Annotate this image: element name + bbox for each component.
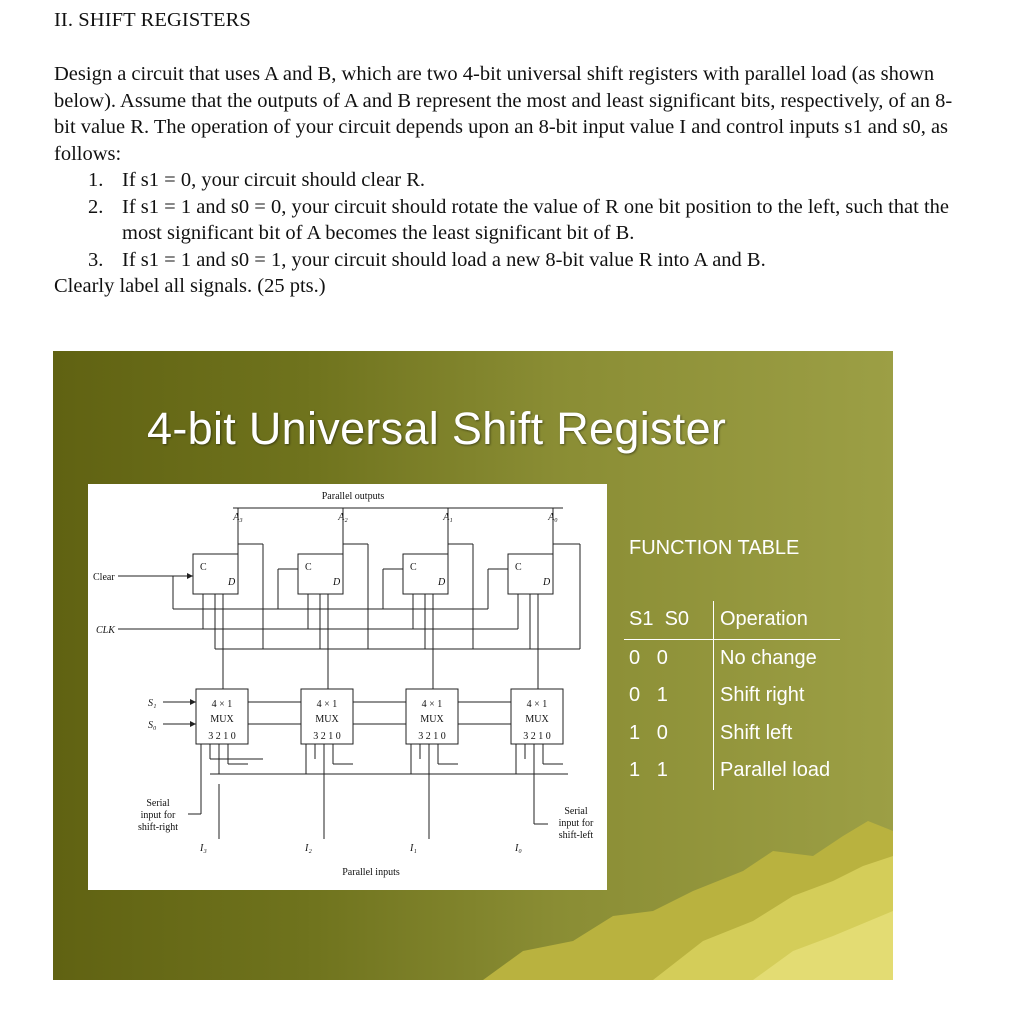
function-table: S1 S0 Operation 0 0 No change 0 1 Shift … [624, 601, 840, 790]
select-cell: 0 1 [624, 677, 714, 715]
mux-name-label: MUX [315, 714, 339, 725]
mountain-decoration [483, 821, 893, 980]
operation-cell: Parallel load [720, 759, 831, 782]
select-cell: 0 0 [624, 639, 714, 677]
serial-right-label-2: input for [141, 810, 176, 821]
serial-left-label-3: shift-left [559, 830, 594, 841]
s0-label: S₀ [148, 720, 157, 731]
parallel-outputs-label: Parallel outputs [322, 491, 385, 502]
input-label-i1: I₁ [409, 843, 417, 854]
output-label-a2: A₂ [337, 512, 348, 523]
mux-size-label: 4 × 1 [527, 699, 548, 710]
operation-cell: Shift left [720, 721, 793, 744]
list-item: 2. If s1 = 1 and s0 = 0, your circuit sh… [54, 194, 954, 247]
mux-input-numbers: 3 2 1 0 [523, 731, 551, 742]
mux-input-numbers: 3 2 1 0 [208, 731, 236, 742]
list-item: 3. If s1 = 1 and s0 = 1, your circuit sh… [54, 247, 954, 274]
serial-right-label-1: Serial [146, 798, 170, 809]
select-cell: 1 1 [624, 752, 714, 790]
closing-paragraph: Clearly label all signals. (25 pts.) [54, 275, 326, 297]
schematic-drawing: Parallel outputs A₃ A₂ A₁ A₀ C D C D C D… [93, 491, 594, 878]
ff-data-label: D [542, 577, 551, 588]
ff-data-label: D [437, 577, 446, 588]
problem-text: Design a circuit that uses A and B, whic… [54, 61, 954, 300]
table-row: 1 1 Parallel load [624, 752, 840, 790]
s1-label: S₁ [148, 698, 156, 709]
ff-data-label: D [332, 577, 341, 588]
select-cell: 1 0 [624, 714, 714, 752]
ff-data-label: D [227, 577, 236, 588]
input-label-i0: I₀ [514, 843, 522, 854]
mux-input-numbers: 3 2 1 0 [418, 731, 446, 742]
ff-clock-label: C [410, 562, 417, 573]
mux-size-label: 4 × 1 [212, 699, 233, 710]
mux-name-label: MUX [525, 714, 549, 725]
slide-title: 4-bit Universal Shift Register [147, 403, 727, 454]
ff-clock-label: C [515, 562, 522, 573]
parallel-inputs-label: Parallel inputs [342, 867, 400, 878]
serial-left-label-2: input for [559, 818, 594, 829]
list-item-number: 3. [88, 248, 104, 271]
ff-clock-label: C [200, 562, 207, 573]
input-label-i2: I₂ [304, 843, 312, 854]
list-item: 1. If s1 = 0, your circuit should clear … [54, 167, 954, 194]
table-row: 1 0 Shift left [624, 714, 840, 752]
list-item-text: If s1 = 0, your circuit should clear R. [122, 169, 426, 191]
output-label-a0: A₀ [547, 512, 558, 523]
table-row: 0 1 Shift right [624, 677, 840, 715]
serial-right-label-3: shift-right [138, 822, 178, 833]
page-heading: II. SHIFT REGISTERS [54, 9, 251, 31]
function-table-title: FUNCTION TABLE [629, 537, 800, 559]
output-label-a3: A₃ [232, 512, 243, 523]
mux-size-label: 4 × 1 [317, 699, 338, 710]
list-item-number: 1. [88, 169, 104, 191]
mux-name-label: MUX [210, 714, 234, 725]
serial-left-label-1: Serial [564, 806, 588, 817]
function-table-header-row: S1 S0 Operation [624, 601, 840, 640]
list-item-text: If s1 = 1 and s0 = 0, your circuit shoul… [122, 195, 950, 245]
intro-paragraph: Design a circuit that uses A and B, whic… [54, 63, 953, 165]
ff-clock-label: C [305, 562, 312, 573]
mux-size-label: 4 × 1 [422, 699, 443, 710]
header-operation: Operation [713, 601, 840, 640]
shift-register-schematic: Parallel outputs A₃ A₂ A₁ A₀ C D C D C D… [88, 484, 607, 890]
table-row: 0 0 No change [624, 639, 840, 677]
output-label-a1: A₁ [442, 512, 453, 523]
mux-name-label: MUX [420, 714, 444, 725]
slide-image: 4-bit Universal Shift Register [53, 351, 893, 980]
list-item-number: 2. [88, 195, 104, 218]
operation-cell: Shift right [720, 684, 805, 707]
header-select: S1 S0 [624, 601, 714, 640]
mux-input-numbers: 3 2 1 0 [313, 731, 341, 742]
clear-label: Clear [93, 572, 115, 583]
operation-cell: No change [720, 646, 817, 669]
list-item-text: If s1 = 1 and s0 = 1, your circuit shoul… [122, 248, 766, 271]
input-label-i3: I₃ [199, 843, 207, 854]
clk-label: CLK [96, 625, 116, 636]
